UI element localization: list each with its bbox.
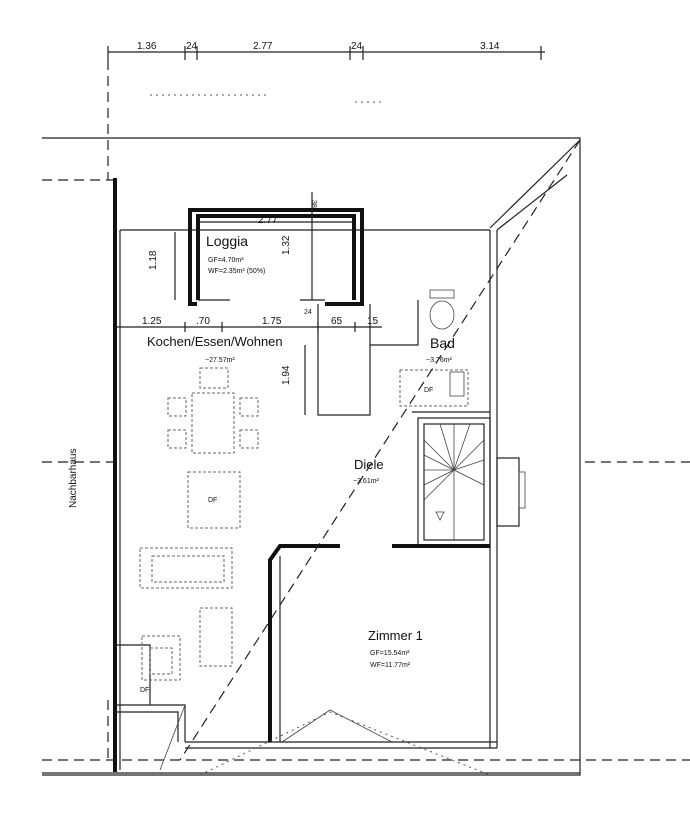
dim-loggia-24: 24 [304, 309, 312, 316]
staircase [417, 417, 526, 547]
top-dimension-chain: 1.36 24 2.77 24 3.14 [107, 41, 545, 60]
outer-walls [42, 137, 581, 776]
dining-furniture: DF DF [139, 367, 259, 694]
dim-row-1: 1.25 [142, 316, 162, 327]
interior-walls [115, 544, 490, 771]
loggia-wf: WF=2.35m² (50%) [208, 268, 265, 275]
dim-loggia-132: 1.32 [281, 235, 292, 255]
loggia-gf: GF=4.70m² [208, 257, 244, 264]
loggia-walls: 2.77 38 1.32 1.18 24 Loggia GF=4.70m² WF… [148, 192, 364, 316]
dim-top-1: 1.36 [137, 41, 157, 52]
kochen-area: ~27.57m² [205, 357, 235, 364]
dim-row-3: 1.75 [262, 316, 282, 327]
bath: Bad ~3.76m² DF [370, 289, 490, 413]
bad-name: Bad [430, 335, 455, 351]
dim-loggia-38: 38 [310, 200, 317, 208]
dim-top-2: 24 [186, 41, 198, 52]
zimmer-wf: WF=11.77m² [370, 662, 411, 669]
zimmer-name: Zimmer 1 [368, 628, 423, 643]
dim-loggia-118: 1.18 [148, 250, 159, 270]
dimension-row: 1.25 .70 1.75 65 15 [115, 316, 382, 332]
dim-loggia-width: 2.77 [258, 215, 278, 226]
kitchen-counter: 1.94 [281, 304, 371, 416]
bad-area: ~3.76m² [426, 357, 453, 364]
dim-top-5: 3.14 [480, 41, 500, 52]
dim-top-4: 24 [351, 41, 363, 52]
loggia-name: Loggia [206, 233, 248, 249]
dim-row-2: .70 [196, 316, 210, 327]
zimmer-gf: GF=15.54m² [370, 650, 410, 657]
living-df: DF [140, 687, 149, 694]
dim-counter: 1.94 [281, 365, 292, 385]
dim-top-3: 2.77 [253, 41, 273, 52]
dim-row-5: 15 [367, 316, 379, 327]
kitchen-df: DF [208, 497, 217, 504]
axis-lines [42, 60, 690, 761]
dim-row-4: 65 [331, 316, 343, 327]
bad-df: DF [424, 387, 433, 394]
neighbour-label: Nachbarhaus [68, 449, 79, 508]
kochen-name: Kochen/Essen/Wohnen [147, 334, 283, 349]
diele-name: Diele [354, 457, 384, 472]
roof-diagonal [179, 139, 581, 761]
diele-area: ~3.61m² [353, 478, 380, 485]
window-arch [199, 709, 491, 776]
